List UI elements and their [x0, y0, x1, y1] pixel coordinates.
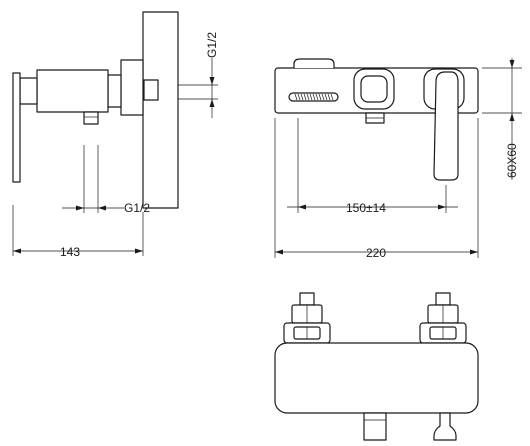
wall-section: [142, 11, 179, 209]
width-label: 220: [366, 246, 386, 260]
spacing-label: 150±14: [346, 201, 386, 215]
thread-vertical-label: G1/2: [205, 32, 219, 58]
outlet-stub-side: [83, 111, 99, 125]
inlet-pipe: [143, 79, 159, 101]
left-connector: [283, 292, 331, 344]
lever-side: [12, 72, 21, 183]
left-cap: [293, 58, 335, 69]
side-view: G1/2 G1/2 143: [12, 11, 219, 259]
body-size-label: 60X60: [505, 143, 519, 178]
front-view: 150±14 220 60X60: [274, 58, 522, 260]
mixer-body-top: [274, 342, 479, 414]
lever-front: [433, 71, 459, 181]
connection-nut: [107, 74, 122, 108]
right-connector: [419, 292, 467, 344]
thread-horizontal-label: G1/2: [124, 201, 150, 215]
top-view: [274, 292, 479, 441]
wall-flange: [120, 59, 144, 116]
mixer-body-side: [36, 69, 109, 113]
outlet-top: [363, 412, 387, 441]
lever-top: [433, 412, 457, 441]
depth-label: 143: [60, 245, 80, 259]
handle-hub-side: [19, 77, 38, 105]
diverter-knob-inner: [360, 75, 388, 103]
grille-slots: [294, 93, 334, 101]
